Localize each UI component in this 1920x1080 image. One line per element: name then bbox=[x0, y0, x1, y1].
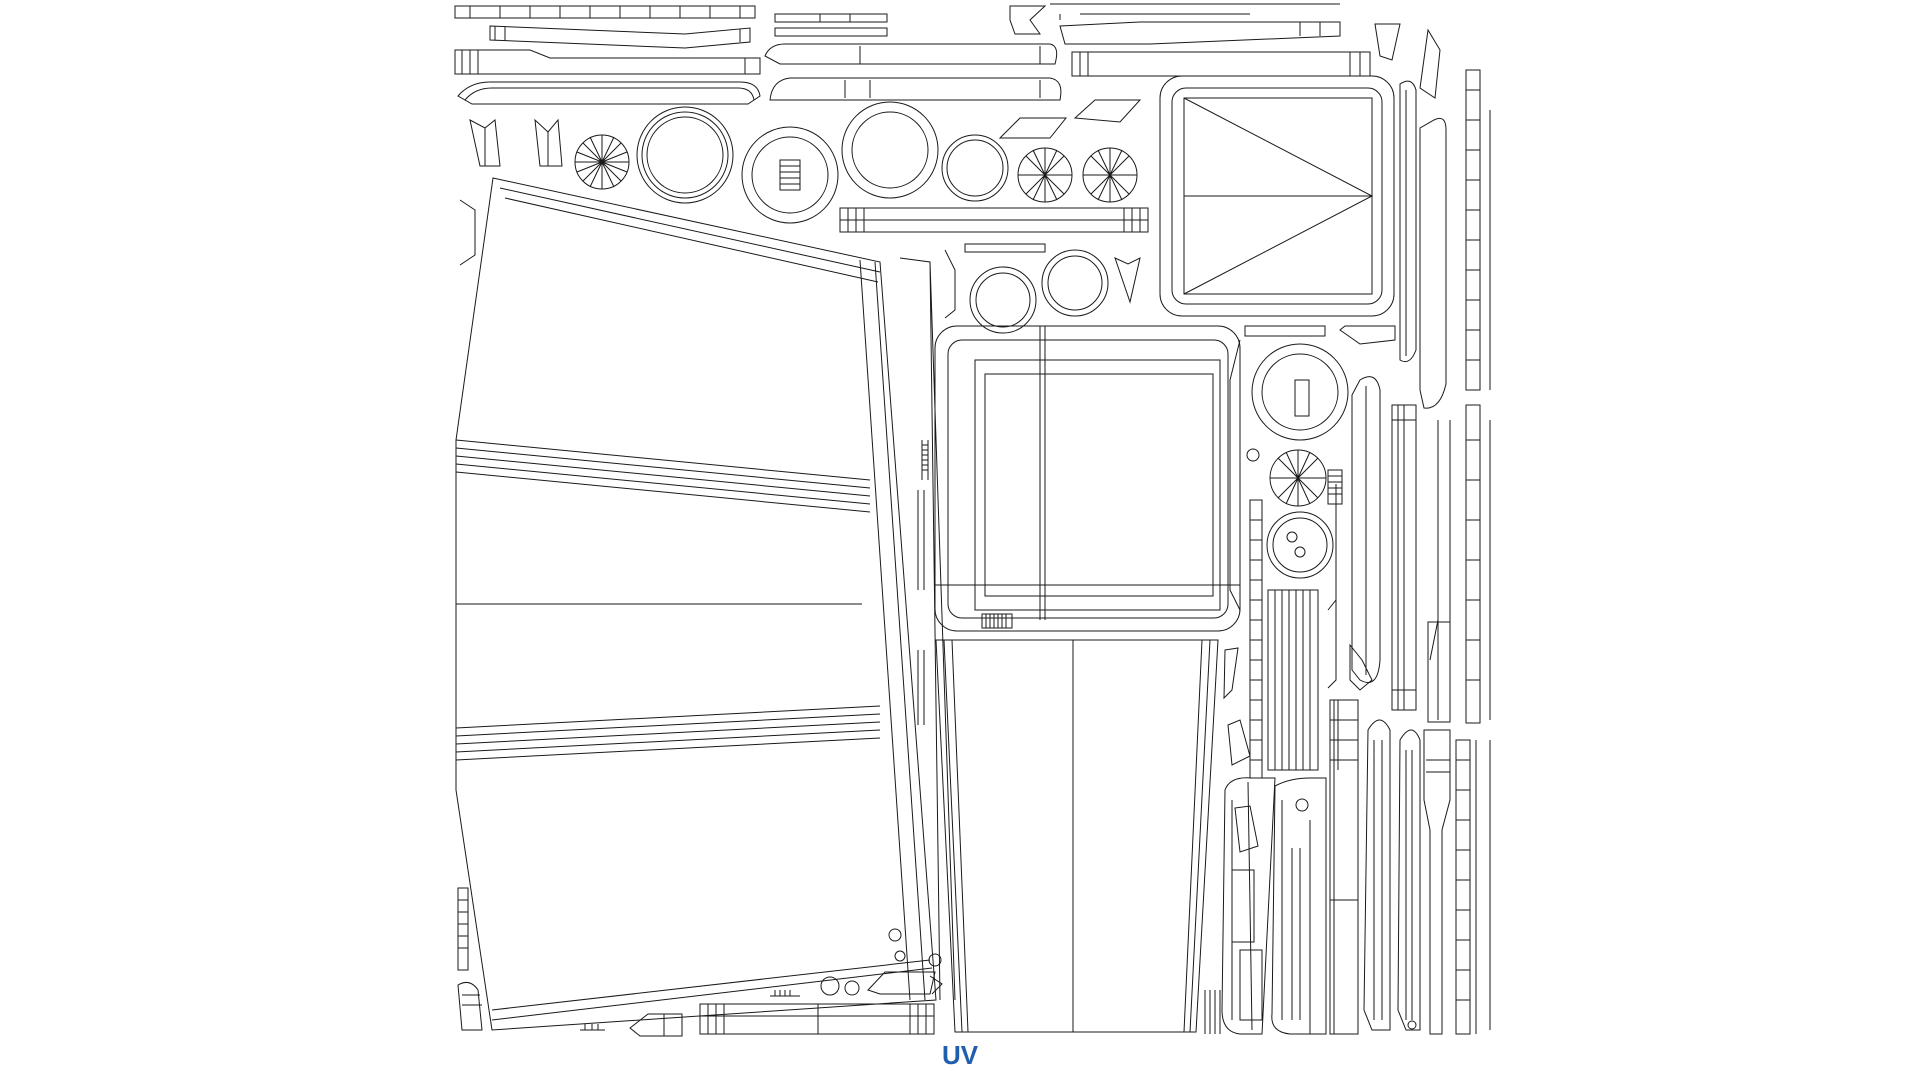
uv-strip-top-right-2 bbox=[1072, 52, 1370, 76]
uv-wedge-center-1 bbox=[1000, 118, 1066, 138]
uv-rounded-frame-bottom-right-2 bbox=[1272, 778, 1326, 1034]
uv-ladder-far-right bbox=[1466, 70, 1490, 1030]
uv-arc-bottom-right-1 bbox=[1364, 720, 1390, 1030]
uv-caption: UV bbox=[941, 1040, 979, 1070]
uv-small-strip-right bbox=[1245, 326, 1395, 344]
uv-tiny-fan-right bbox=[1247, 449, 1259, 461]
uv-small-bracket-top bbox=[1010, 6, 1045, 34]
uv-arc-strip-center-2 bbox=[770, 78, 1061, 100]
uv-strip-center-small bbox=[965, 244, 1045, 252]
uv-disc-fan-2 bbox=[1018, 148, 1072, 202]
uv-arc-right-1 bbox=[1352, 377, 1380, 683]
uv-small-ladder-center bbox=[982, 614, 1012, 628]
uv-strip-top-left bbox=[455, 6, 755, 18]
uv-vertical-strip-right-2 bbox=[1420, 118, 1450, 722]
uv-ring-small-2 bbox=[1042, 250, 1108, 316]
uv-wedge-center-2 bbox=[1075, 100, 1140, 122]
uv-bracket-bottom-right-1 bbox=[1224, 648, 1250, 765]
uv-bottom-bracket-left bbox=[630, 1014, 682, 1036]
uv-strip-bottom-right-tall bbox=[1330, 700, 1358, 1034]
uv-bracket-left-2 bbox=[535, 120, 562, 166]
uv-ladder-bottom-far-right bbox=[1456, 740, 1476, 1034]
uv-panel-center-square bbox=[935, 326, 1240, 631]
uv-disc-fan-right bbox=[1270, 450, 1326, 506]
uv-vertical-strip-right-1 bbox=[1392, 405, 1416, 710]
uv-ring-4 bbox=[942, 135, 1008, 201]
uv-panel-large-left bbox=[456, 178, 955, 1030]
uv-ring-small-1 bbox=[970, 267, 1036, 333]
uv-disc-fan-1 bbox=[575, 135, 629, 189]
uv-panel-top-right bbox=[1160, 76, 1394, 316]
uv-disc-fan-3 bbox=[1083, 148, 1137, 202]
uv-ladder-right-tall bbox=[1250, 500, 1262, 778]
uv-ring-2 bbox=[742, 127, 838, 223]
uv-bracket-left-1 bbox=[470, 120, 500, 166]
uv-strip-left-3 bbox=[455, 50, 760, 74]
uv-corner-bottom-left bbox=[458, 982, 482, 1030]
uv-strip-top-center bbox=[775, 14, 887, 36]
uv-thin-strips-bottom bbox=[580, 990, 1220, 1034]
uv-panel-bottom-center bbox=[936, 640, 1218, 1032]
uv-ring-right-2 bbox=[1267, 512, 1333, 578]
uv-ladder-left bbox=[458, 888, 468, 970]
uv-thin-left-bracket bbox=[460, 200, 955, 318]
uv-bottom-small-circles bbox=[770, 929, 942, 996]
uv-arc-strip-center-1 bbox=[765, 44, 1057, 64]
uv-strip-top-left-2 bbox=[490, 26, 750, 48]
uv-ladder-right-mid bbox=[1328, 484, 1372, 690]
uv-strip-bottom-right-3 bbox=[1424, 730, 1450, 1034]
uv-ladder-right-small bbox=[1328, 470, 1342, 504]
uv-strip-right-vertical bbox=[1400, 81, 1416, 362]
uv-strip-top-right bbox=[1050, 4, 1340, 44]
uv-rounded-frame-bottom-right-1 bbox=[1222, 778, 1275, 1034]
uv-ring-3 bbox=[842, 102, 938, 198]
uv-strip-mid bbox=[840, 208, 1148, 232]
uv-islands bbox=[455, 4, 1490, 1036]
uv-bracket-center-small bbox=[1115, 258, 1140, 302]
uv-arc-strip-left bbox=[458, 82, 760, 104]
uv-bracket-right-top bbox=[1375, 24, 1440, 98]
uv-grid-block-right bbox=[1268, 590, 1318, 770]
uv-small-shapes-bottom-right bbox=[1232, 806, 1262, 1020]
uv-ring-1 bbox=[637, 107, 733, 203]
uv-arc-bottom-right-2 bbox=[1398, 730, 1420, 1030]
uv-ring-right-1 bbox=[1252, 344, 1348, 440]
uv-ladder-center bbox=[918, 440, 928, 725]
uv-bottom-strip-left bbox=[700, 1004, 934, 1034]
